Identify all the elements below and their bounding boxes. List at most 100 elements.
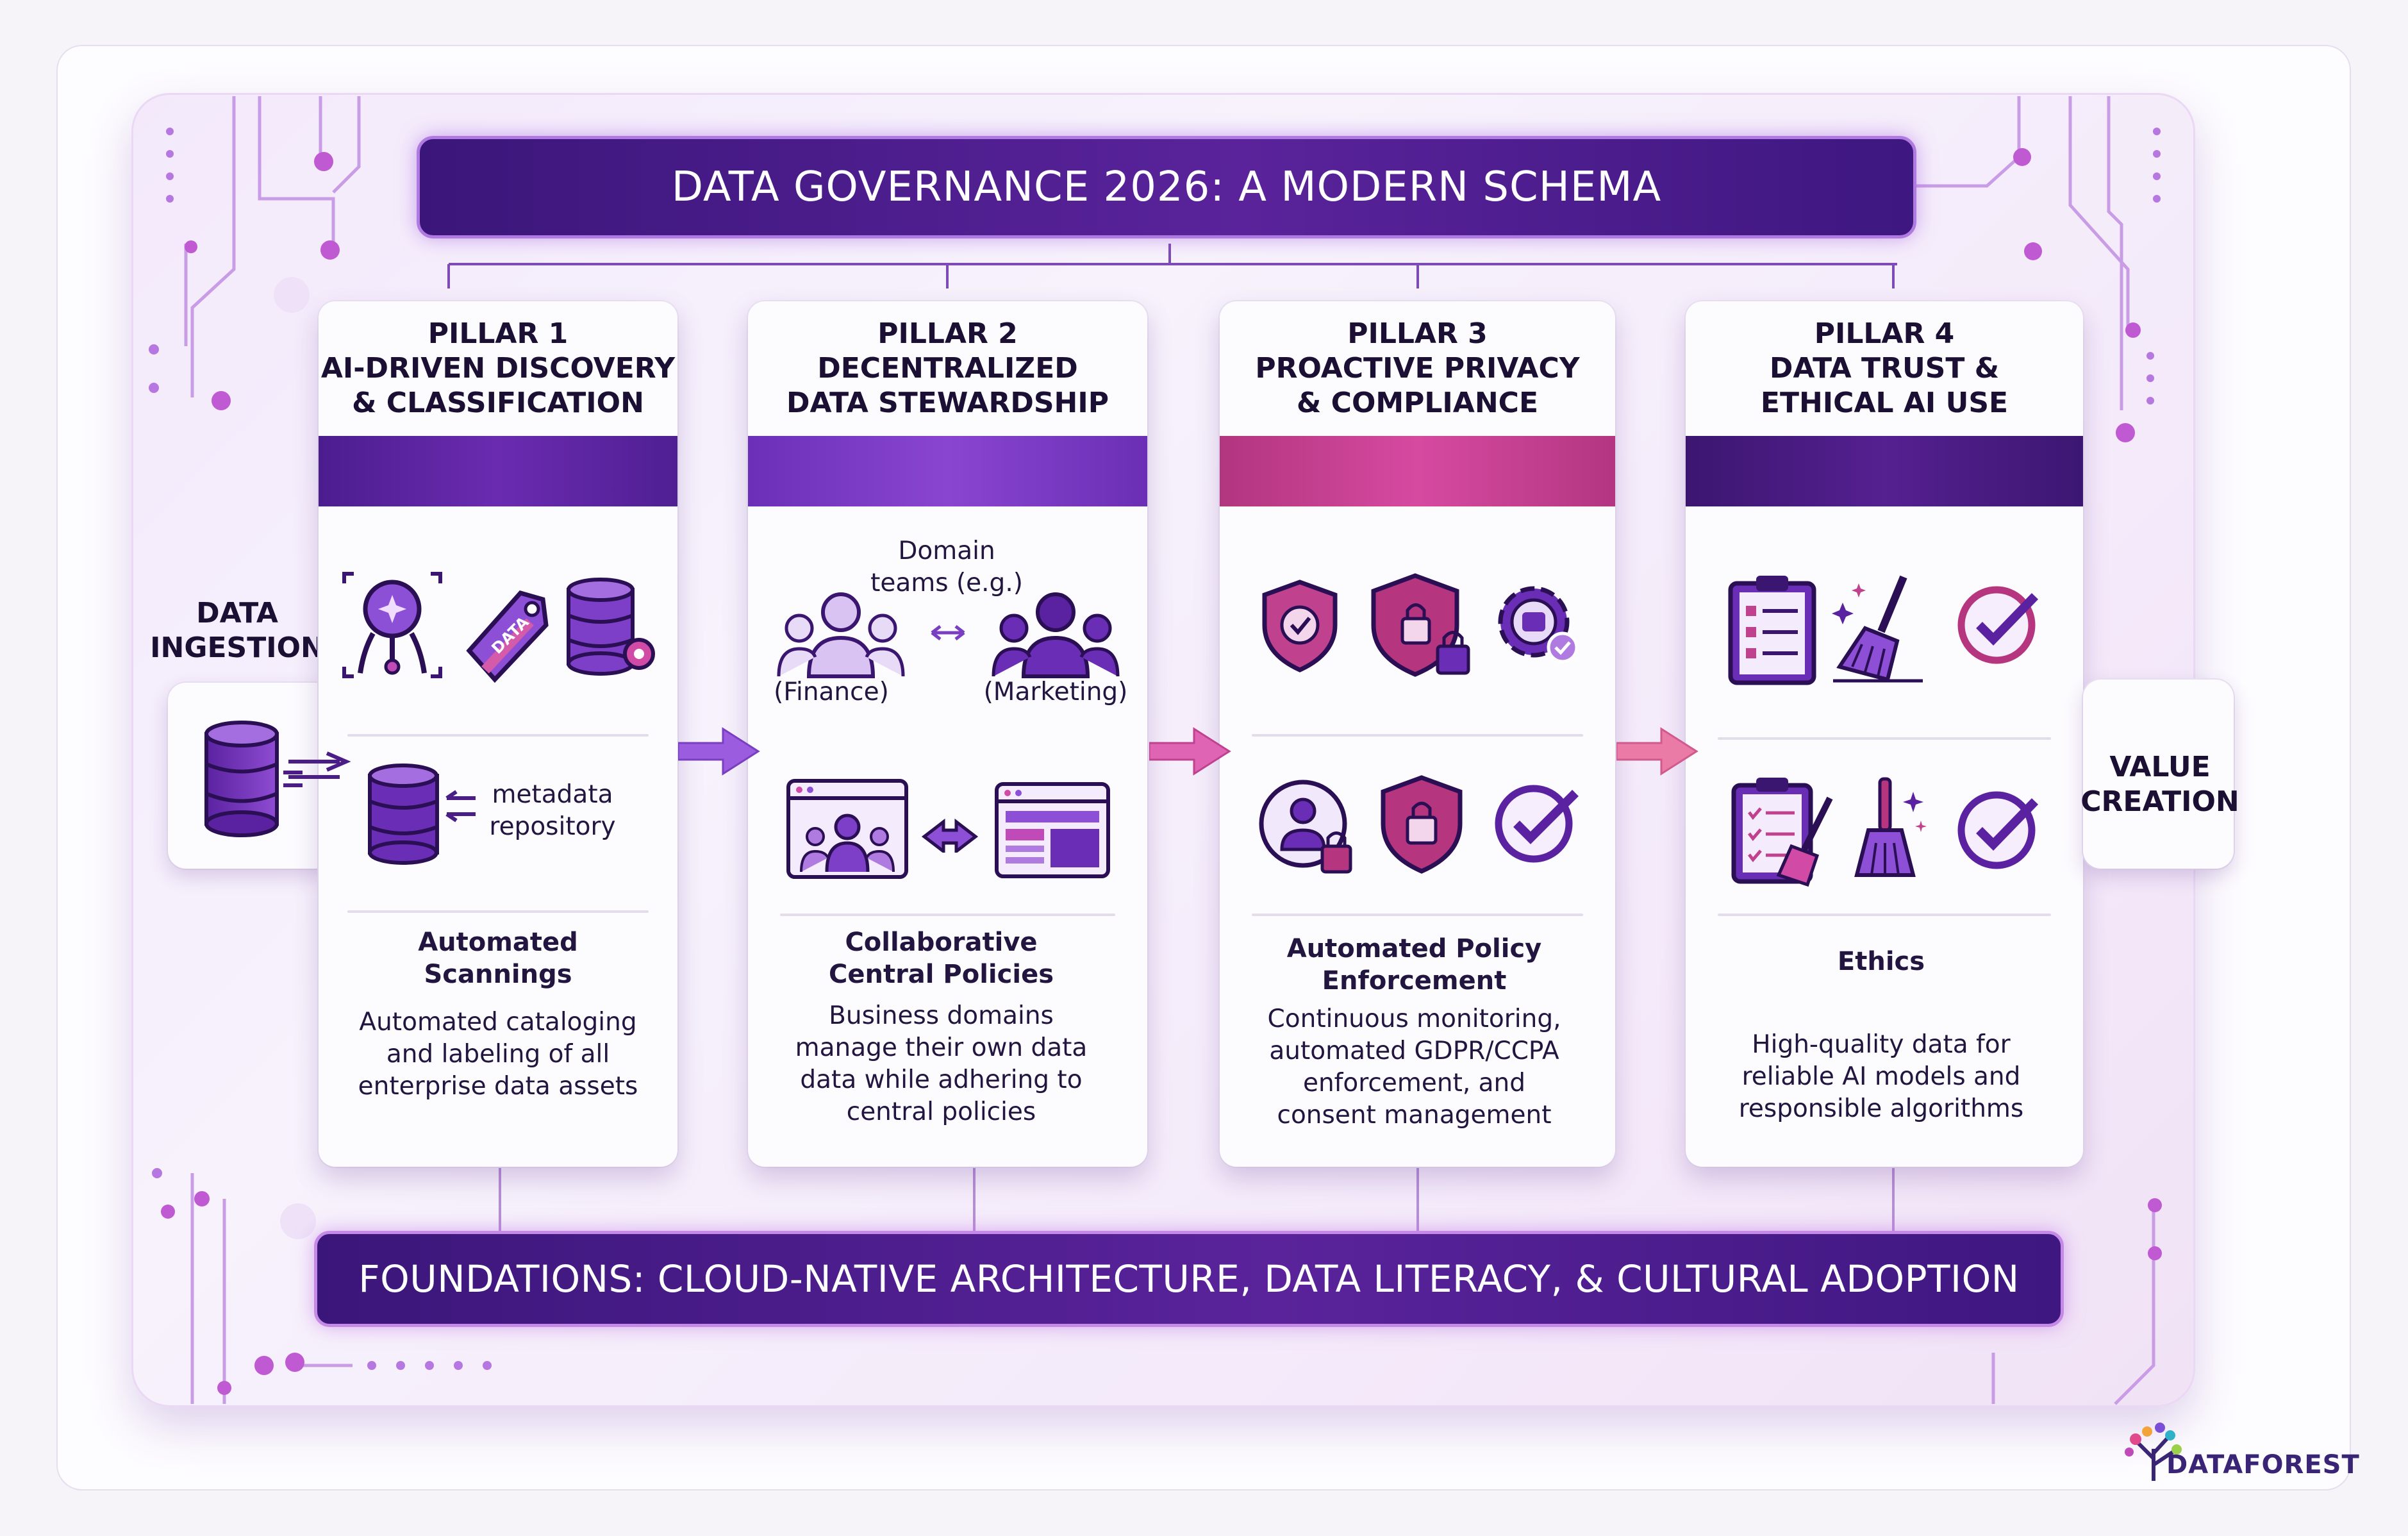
checklist-brush-icon bbox=[1731, 778, 1833, 887]
pillar-4-name-line1: DATA TRUST & bbox=[1769, 352, 2000, 385]
pillar-2-desc-line: data while adhering to bbox=[800, 1065, 1083, 1094]
exchange-arrows-icon bbox=[931, 625, 965, 640]
domain-label-line2: teams (e.g.) bbox=[870, 569, 1023, 597]
pillar-3-number: PILLAR 3 bbox=[1347, 317, 1488, 350]
shield-lock-icon bbox=[1371, 573, 1470, 677]
pillar-4-subtitle: Ethics bbox=[1837, 947, 1925, 976]
pillar-3-desc-line: Continuous monitoring, bbox=[1267, 1005, 1561, 1033]
arrow-pillar2-to-pillar3 bbox=[1149, 727, 1231, 776]
pillar-4-name-line2: ETHICAL AI USE bbox=[1760, 387, 2009, 419]
data-tag-icon: DATA bbox=[466, 590, 549, 683]
pillar-2-desc-line: central policies bbox=[846, 1098, 1036, 1126]
pillar-3-divider-2 bbox=[1252, 914, 1583, 916]
shield-check-icon bbox=[1262, 580, 1338, 672]
pillar-3-description: Continuous monitoring, automated GDPR/CC… bbox=[1213, 1003, 1615, 1131]
arrow-ingestion-to-pillar1 bbox=[288, 751, 351, 779]
policy-browser-icon bbox=[995, 782, 1110, 878]
output-label-line2: CREATION bbox=[2080, 785, 2239, 818]
domain-teams-label: Domain teams (e.g.) bbox=[851, 535, 1043, 599]
output-box bbox=[2083, 680, 2234, 869]
pillar-4-color-band bbox=[1686, 436, 2083, 506]
pillar-1-card: PILLAR 1 AI-DRIVEN DISCOVERY & CLASSIFIC… bbox=[319, 301, 677, 1167]
pillar-4-desc-line: responsible algorithms bbox=[1738, 1094, 2024, 1123]
approval-check-icon bbox=[1957, 791, 2039, 869]
pillar-2-divider bbox=[780, 914, 1115, 916]
pillar-1-divider-1 bbox=[347, 734, 649, 737]
pillar-2-desc-line: manage their own data bbox=[795, 1033, 1088, 1062]
domain-label-line1: Domain bbox=[898, 537, 995, 565]
pillar-3-header: PILLAR 3 PROACTIVE PRIVACY & COMPLIANCE bbox=[1220, 301, 1615, 436]
pillar-1-subtitle-line2: Scannings bbox=[424, 960, 572, 989]
checklist-icon bbox=[1728, 576, 1816, 685]
database-settings-icon bbox=[567, 578, 655, 676]
pillar-3-desc-line: consent management bbox=[1277, 1101, 1552, 1130]
brush-sparkle-icon bbox=[1854, 777, 1927, 877]
pillar-2-number: PILLAR 2 bbox=[877, 317, 1018, 350]
check-circle-icon bbox=[1957, 586, 2039, 664]
ai-scanner-icon bbox=[342, 572, 442, 678]
arrow-pillar1-to-pillar2 bbox=[678, 727, 760, 776]
gear-check-icon bbox=[1498, 586, 1579, 664]
brand-name: DATAFOREST bbox=[2166, 1450, 2360, 1480]
pillar-1-subtitle: Automated Scannings bbox=[319, 926, 677, 990]
pillar-1-desc-line: enterprise data assets bbox=[358, 1072, 638, 1101]
pillar-3-divider-1 bbox=[1252, 734, 1583, 737]
repo-label-line2: repository bbox=[489, 812, 616, 841]
pillar-3-desc-line: automated GDPR/CCPA bbox=[1269, 1037, 1559, 1065]
pillar-4-desc-line: High-quality data for bbox=[1752, 1030, 2011, 1059]
pillar-3-subtitle: Automated Policy Enforcement bbox=[1213, 933, 1615, 997]
pillar-2-header: PILLAR 2 DECENTRALIZED DATA STEWARDSHIP bbox=[748, 301, 1147, 436]
pillar-2-subtitle: Collaborative Central Policies bbox=[735, 926, 1147, 990]
dataforest-logo bbox=[2125, 1423, 2182, 1481]
pillar-3-desc-line: enforcement, and bbox=[1302, 1069, 1526, 1098]
finance-team-icon bbox=[777, 592, 905, 678]
marketing-label: (Marketing) bbox=[983, 678, 1128, 706]
pillar-1-number: PILLAR 1 bbox=[428, 317, 569, 350]
pillar-2-subtitle-line1: Collaborative bbox=[845, 928, 1038, 957]
marketing-team-icon bbox=[992, 592, 1120, 678]
circle-check-icon bbox=[1495, 785, 1579, 863]
pillar-2-color-band bbox=[748, 436, 1147, 506]
pillar-1-subtitle-line1: Automated bbox=[418, 928, 578, 957]
foundations-bar: FOUNDATIONS: CLOUD-NATIVE ARCHITECTURE, … bbox=[314, 1231, 2064, 1327]
pillar-4-divider-2 bbox=[1718, 914, 2051, 916]
database-icon bbox=[204, 721, 303, 837]
pillar-2-desc-line: Business domains bbox=[829, 1001, 1054, 1030]
pillar-1-divider-2 bbox=[347, 910, 649, 913]
diagram-title: DATA GOVERNANCE 2026: A MODERN SCHEMA bbox=[417, 136, 1916, 238]
shield-padlock-icon bbox=[1381, 775, 1463, 874]
metadata-repository-icon bbox=[368, 764, 476, 865]
pillar-4-card: PILLAR 4 DATA TRUST & ETHICAL AI USE bbox=[1686, 301, 2083, 1167]
repo-label-line1: metadata bbox=[492, 780, 613, 809]
pillar-4-description: High-quality data for reliable AI models… bbox=[1679, 1029, 2083, 1125]
pillar-2-description: Business domains manage their own data d… bbox=[735, 1000, 1147, 1128]
pillar-3-card: PILLAR 3 PROACTIVE PRIVACY & COMPLIANCE bbox=[1220, 301, 1615, 1167]
pillar-4-desc-line: reliable AI models and bbox=[1741, 1062, 2021, 1091]
team-dashboard-icon bbox=[786, 779, 908, 879]
pillar-3-name-line1: PROACTIVE PRIVACY bbox=[1255, 352, 1580, 385]
pillar-2-card: PILLAR 2 DECENTRALIZED DATA STEWARDSHIP … bbox=[748, 301, 1147, 1167]
metadata-repository-label: metadata repository bbox=[472, 779, 633, 843]
pillar-1-name-line1: AI-DRIVEN DISCOVERY bbox=[320, 352, 676, 385]
output-label: VALUE CREATION bbox=[2067, 750, 2253, 819]
pillar-2-subtitle-line2: Central Policies bbox=[828, 960, 1054, 989]
pillar-4-number: PILLAR 4 bbox=[1814, 317, 1955, 350]
input-label: DATA INGESTION bbox=[141, 596, 333, 665]
pillar-1-desc-line: and labeling of all bbox=[386, 1040, 610, 1069]
output-label-line1: VALUE bbox=[2109, 751, 2211, 783]
pillar-1-description: Automated cataloging and labeling of all… bbox=[319, 1006, 677, 1103]
pillar-3-subtitle-line2: Enforcement bbox=[1322, 966, 1507, 996]
pillar-3-subtitle-line1: Automated Policy bbox=[1286, 934, 1542, 964]
cleaning-broom-icon bbox=[1832, 575, 1923, 683]
pillar-1-header: PILLAR 1 AI-DRIVEN DISCOVERY & CLASSIFIC… bbox=[319, 301, 677, 436]
pillar-3-color-band bbox=[1220, 436, 1615, 506]
user-lock-icon bbox=[1259, 780, 1352, 874]
pillar-1-color-band bbox=[319, 436, 677, 506]
arrow-pillar3-to-pillar4 bbox=[1616, 727, 1698, 776]
pillar-2-name-line2: DATA STEWARDSHIP bbox=[786, 387, 1109, 419]
pillar-1-name-line2: & CLASSIFICATION bbox=[352, 387, 644, 419]
pillar-3-name-line2: & COMPLIANCE bbox=[1296, 387, 1539, 419]
pillar-2-name-line1: DECENTRALIZED bbox=[817, 352, 1078, 385]
input-label-line1: DATA bbox=[196, 597, 278, 630]
